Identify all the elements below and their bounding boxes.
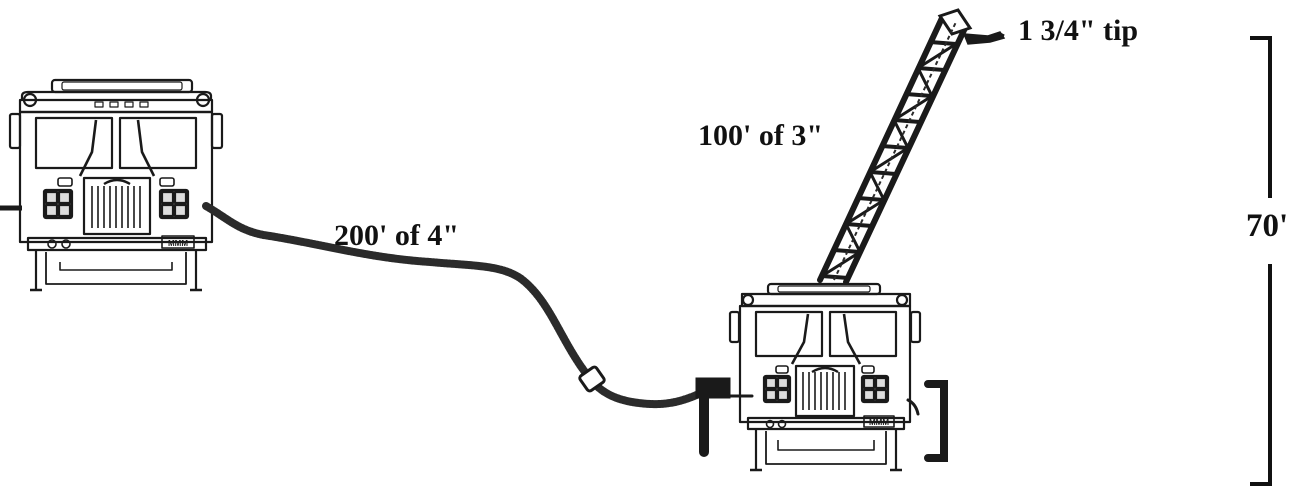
outrigger-right-icon	[906, 380, 948, 462]
aerial-ladder-truck-icon	[728, 282, 922, 472]
pumper-truck-icon	[0, 78, 224, 292]
ladder-icon	[817, 8, 973, 285]
right-truck-plate: MMM	[869, 418, 889, 427]
hose-coupling-icon	[578, 365, 606, 393]
nozzle-icon	[962, 31, 1006, 45]
supply-line-label: 200' of 4"	[334, 219, 459, 252]
outrigger-left-icon	[695, 377, 754, 457]
left-truck-plate: MMM	[168, 239, 188, 248]
aerial-hose-line	[833, 21, 957, 281]
nozzle-tip-label: 1 3/4" tip	[1018, 14, 1138, 47]
height-label: 70'	[1246, 208, 1288, 244]
height-bracket-icon	[1250, 36, 1272, 486]
aerial-line-label: 100' of 3"	[698, 119, 823, 152]
